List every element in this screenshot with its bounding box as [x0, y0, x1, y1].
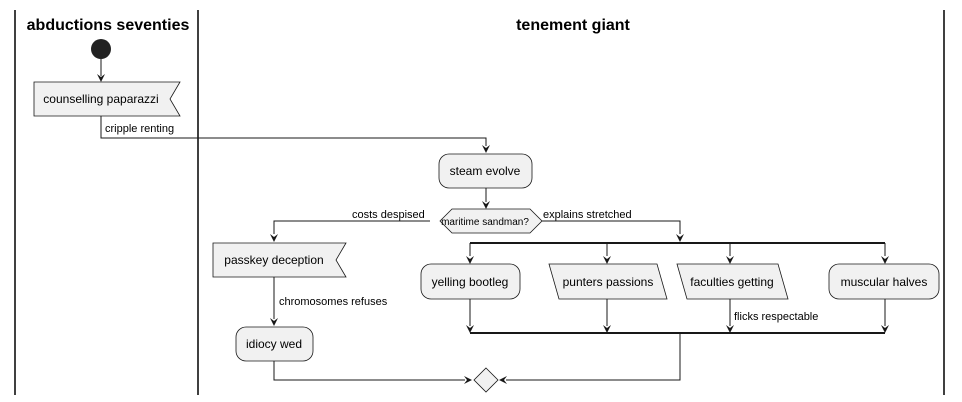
arrow-head	[499, 376, 507, 384]
punters-passions-node	[548, 263, 668, 300]
idiocy-wed-label: idiocy wed	[246, 337, 302, 351]
arrow-head	[603, 325, 611, 333]
muscular-halves-node	[828, 263, 940, 300]
edge-label-chromosomes-refuses: chromosomes refuses	[279, 296, 388, 308]
arrow-head	[726, 256, 734, 264]
yelling-bootleg-label: yelling bootleg	[432, 275, 509, 289]
arrow-head	[97, 74, 105, 82]
merge-diamond	[473, 367, 499, 393]
passkey-deception-label: passkey deception	[224, 253, 323, 267]
passkey-deception-node	[212, 242, 347, 278]
edge-label-cripple-renting: cripple renting	[105, 123, 174, 135]
swimlane-title-abductions: abductions seventies	[27, 17, 190, 34]
arrow-head	[466, 325, 474, 333]
arrow-head	[482, 145, 490, 153]
edge-label-flicks-respectable: flicks respectable	[734, 311, 818, 323]
arrow-head	[464, 376, 472, 384]
faculties-getting-node	[676, 263, 789, 300]
edge-join-to-merge	[506, 333, 681, 381]
edge-label-explains-stretched: explains stretched	[543, 209, 632, 221]
edge-counselling-to-steam	[100, 116, 487, 146]
steam-evolve-label: steam evolve	[450, 164, 521, 178]
edge-decision-to-fork	[542, 220, 681, 234]
arrow-head	[270, 318, 278, 326]
decision-label: maritime sandman?	[441, 217, 529, 228]
edge-label-costs-despised: costs despised	[352, 209, 425, 221]
edge-decision-to-passkey	[273, 220, 430, 234]
muscular-halves-label: muscular halves	[841, 275, 928, 289]
arrow-head	[881, 325, 889, 333]
arrow-head	[726, 325, 734, 333]
edge-idiocy-to-merge	[273, 361, 465, 381]
swimlane-title-tenement: tenement giant	[516, 17, 630, 34]
arrow-head	[270, 234, 278, 242]
start-node	[91, 39, 111, 59]
arrow-head	[466, 256, 474, 264]
punters-passions-label: punters passions	[563, 275, 654, 289]
arrow-head	[603, 256, 611, 264]
faculties-getting-label: faculties getting	[690, 275, 773, 289]
arrow-head	[676, 234, 684, 242]
counselling-paparazzi-label: counselling paparazzi	[43, 92, 158, 106]
arrow-head	[881, 256, 889, 264]
counselling-paparazzi-node	[33, 81, 181, 117]
arrow-head	[482, 201, 490, 209]
